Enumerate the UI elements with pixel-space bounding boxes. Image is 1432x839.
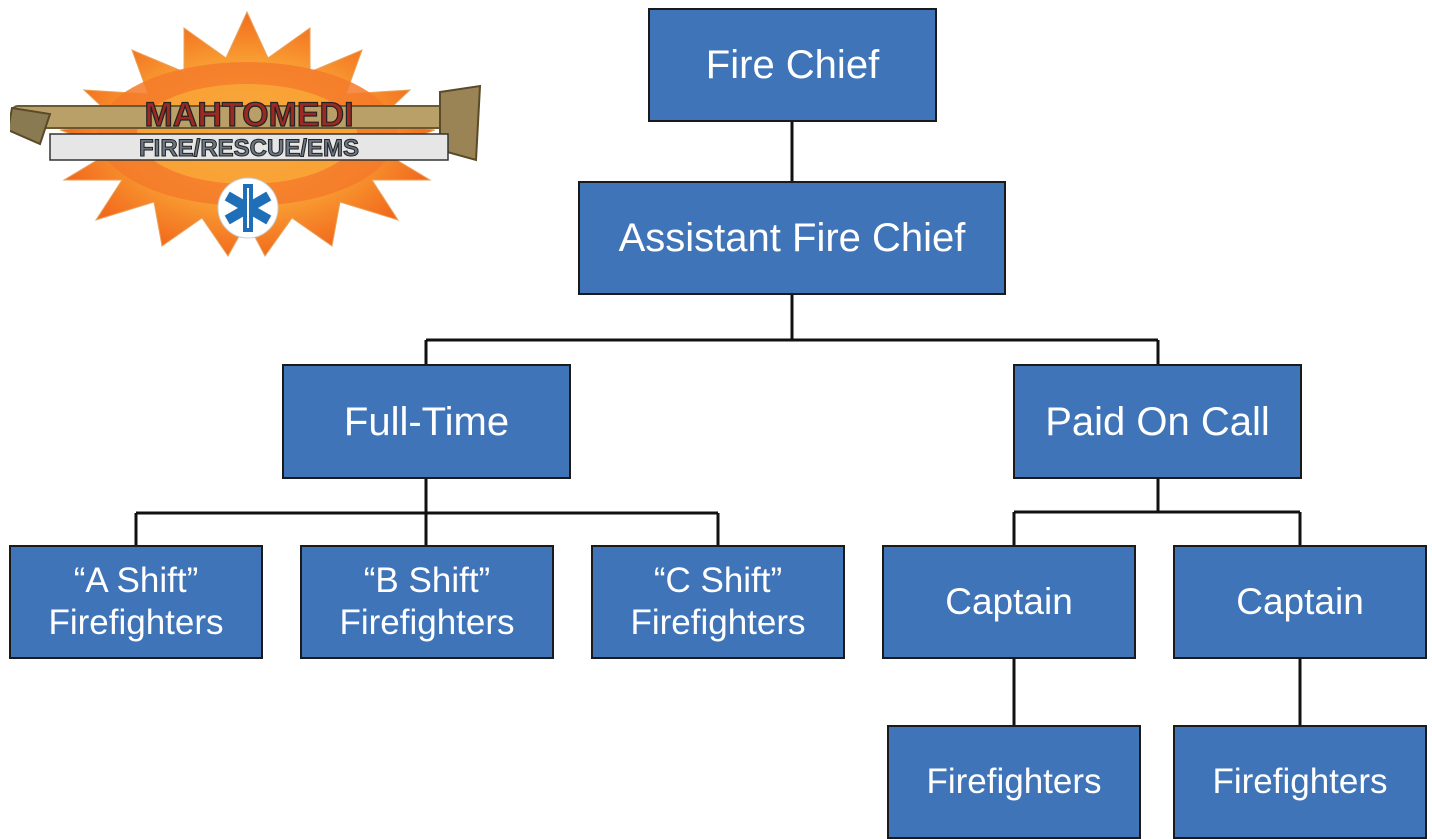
firefighters-label: Firefighters <box>1212 762 1388 801</box>
captain-label: Captain <box>1236 580 1364 622</box>
fire-chief-box: Fire Chief <box>648 8 937 122</box>
assistant-fire-chief-box: Assistant Fire Chief <box>578 181 1006 295</box>
full-time-label: Full-Time <box>343 399 510 444</box>
full-time-box: Full-Time <box>282 364 571 479</box>
paid-on-call-box: Paid On Call <box>1013 364 1302 479</box>
paid-on-call-label: Paid On Call <box>1045 399 1270 444</box>
fire-chief-label: Fire Chief <box>705 43 880 87</box>
shift-name: “B Shift” <box>363 561 491 600</box>
firefighters-box-1: Firefighters <box>887 725 1141 839</box>
star-of-life-icon <box>217 177 279 239</box>
captain-box-1: Captain <box>882 545 1136 659</box>
c-shift-box: “C Shift” Firefighters <box>591 545 845 659</box>
shift-name: “A Shift” <box>73 561 199 600</box>
svg-text:MAHTOMEDI: MAHTOMEDI <box>144 96 353 134</box>
mahtomedi-fire-logo: FIRE/RESCUE/EMS MAHTOMEDI <box>6 10 485 258</box>
shift-role: Firefighters <box>630 603 806 642</box>
firefighters-box-2: Firefighters <box>1173 725 1427 839</box>
firefighters-label: Firefighters <box>926 762 1102 801</box>
shift-role: Firefighters <box>339 603 515 642</box>
svg-text:FIRE/RESCUE/EMS: FIRE/RESCUE/EMS <box>139 135 359 162</box>
b-shift-box: “B Shift” Firefighters <box>300 545 554 659</box>
captain-box-2: Captain <box>1173 545 1427 659</box>
shift-role: Firefighters <box>48 603 224 642</box>
a-shift-box: “A Shift” Firefighters <box>9 545 263 659</box>
captain-label: Captain <box>945 580 1073 622</box>
shift-name: “C Shift” <box>653 561 783 600</box>
assistant-fire-chief-label: Assistant Fire Chief <box>618 216 966 260</box>
